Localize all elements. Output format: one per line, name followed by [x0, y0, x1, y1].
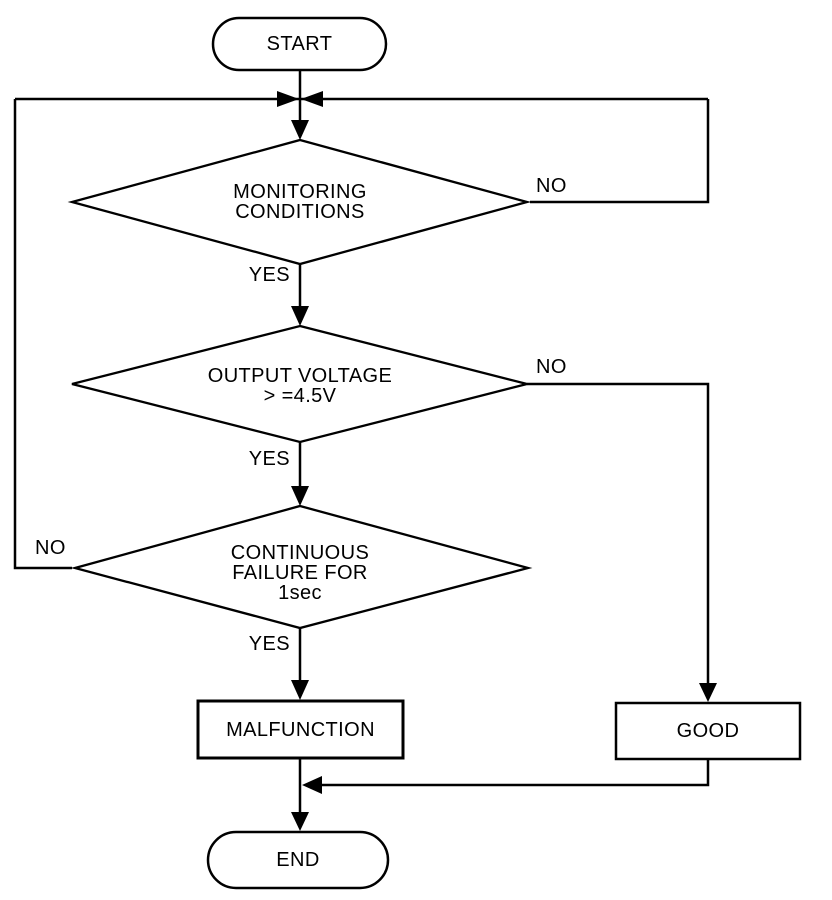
arrowhead-into-malfunction-icon — [291, 680, 309, 700]
arrowhead-into-good-icon — [699, 683, 717, 702]
monitoring-decision-label: MONITORING CONDITIONS — [233, 181, 367, 223]
failure-yes-label: YES — [248, 633, 290, 655]
failure-decision-label: CONTINUOUS FAILURE FOR 1sec — [230, 542, 370, 604]
monitoring-decision-shape — [67, 138, 532, 266]
malfunction-node-label: MALFUNCTION — [226, 718, 375, 741]
end-node-shape — [206, 830, 390, 890]
failure-decision-shape — [70, 504, 533, 630]
arrowhead-merge-left-icon — [302, 776, 322, 794]
good-process-shape — [614, 701, 802, 761]
arrowhead-into-failure-icon — [291, 486, 309, 506]
good-node-label: GOOD — [676, 720, 740, 742]
edge-good-to-merge — [318, 759, 710, 787]
arrowhead-junction-left-icon — [277, 91, 299, 107]
end-node-label: END — [276, 849, 320, 871]
arrowhead-into-end-icon — [291, 812, 309, 831]
arrowhead-into-monitoring-icon — [291, 120, 309, 140]
voltage-no-label: NO — [536, 356, 567, 378]
voltage-yes-label: YES — [248, 448, 290, 470]
start-node-label: START — [266, 33, 333, 55]
start-node-shape — [211, 16, 388, 72]
monitoring-no-label: NO — [536, 175, 567, 197]
edge-monitoring-no-loop — [530, 99, 710, 204]
failure-no-label: NO — [35, 537, 66, 559]
monitoring-yes-label: YES — [248, 264, 290, 286]
edge-voltage-no-to-good — [527, 382, 710, 694]
edge-failure-no-loop — [13, 99, 72, 570]
arrowhead-junction-right-icon — [301, 91, 323, 107]
arrowhead-into-voltage-icon — [291, 306, 309, 326]
voltage-decision-label: OUTPUT VOLTAGE > =4.5V — [207, 365, 393, 407]
malfunction-process-shape — [196, 699, 405, 760]
voltage-decision-shape — [71, 324, 528, 444]
